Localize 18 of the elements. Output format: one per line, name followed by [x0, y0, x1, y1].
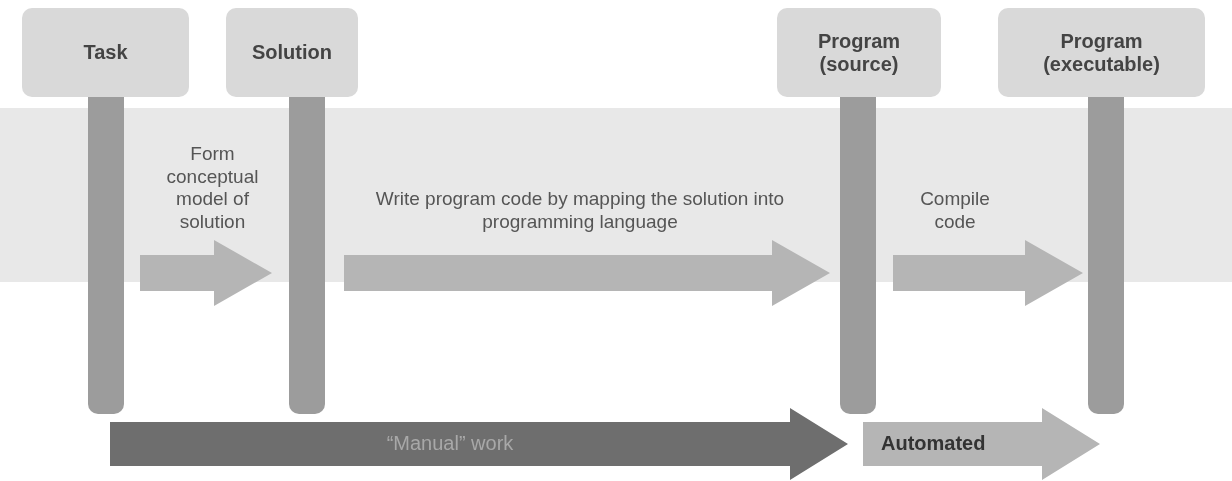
lifeline-bar	[1088, 97, 1124, 414]
block-arrow	[893, 240, 1083, 306]
stage-box: Task	[22, 8, 189, 97]
arrow-label: Write program code by mapping the solution into programming language	[374, 188, 786, 234]
stage-box: Solution	[226, 8, 358, 97]
lifeline-bar	[88, 97, 124, 414]
block-arrow	[110, 408, 848, 480]
arrow-label: Compile code	[919, 188, 991, 234]
arrow-label: Automated	[881, 432, 986, 455]
block-arrow	[140, 240, 272, 306]
block-arrow	[863, 408, 1100, 480]
lifeline-bar	[289, 97, 325, 414]
arrow-label: Form conceptual model of solution	[165, 142, 260, 234]
stage-box: Program (executable)	[998, 8, 1205, 97]
stage-box: Program (source)	[777, 8, 941, 97]
arrow-label: “Manual” work	[385, 432, 515, 455]
lifeline-bar	[840, 97, 876, 414]
block-arrow	[344, 240, 830, 306]
